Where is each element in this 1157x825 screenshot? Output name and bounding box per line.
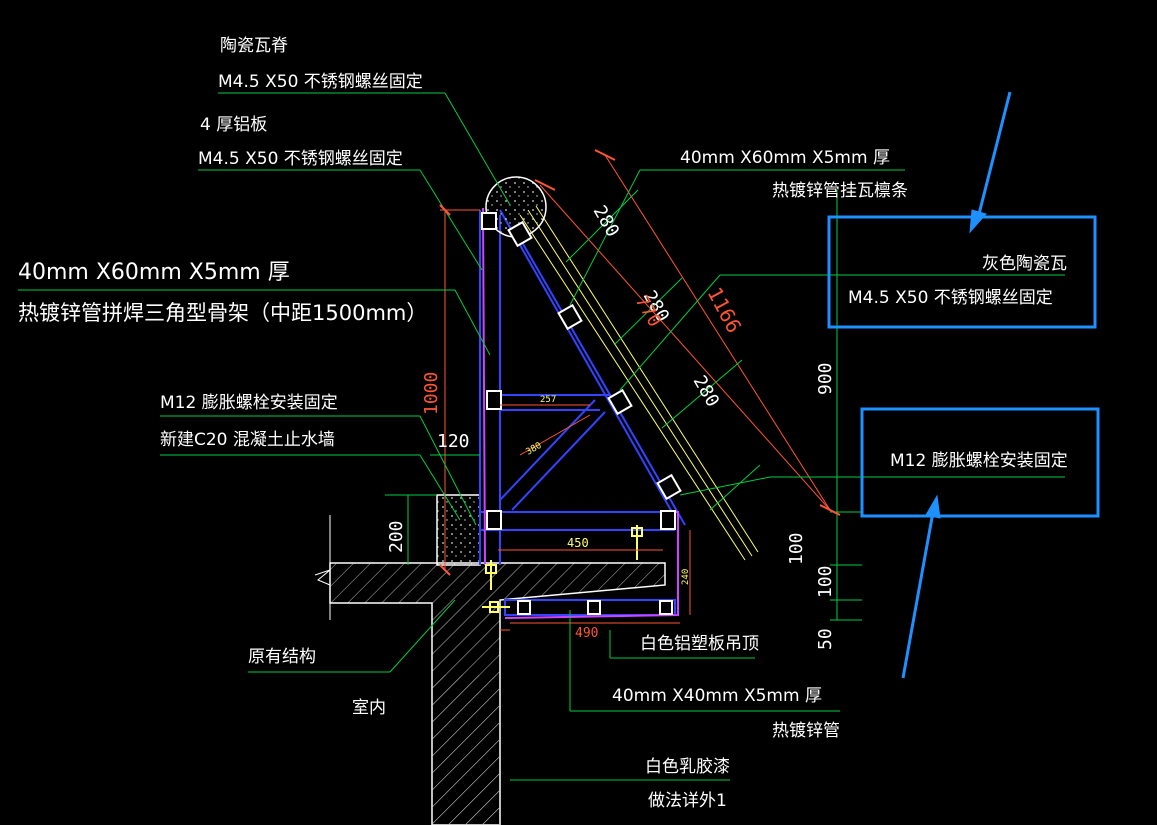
label-paint: 白色乳胶漆 [645,757,730,777]
label-indoor: 室内 [352,698,386,718]
purlin-sections [507,220,682,501]
label-pipe-size: 40mm X40mm X5mm 厚 [612,686,822,706]
dim-280-c: 280 [689,372,723,411]
label-frame-size: 40mm X60mm X5mm 厚 [18,260,290,285]
label-ridge-title: 陶瓷瓦脊 [220,36,288,56]
dim-257: 257 [540,395,556,405]
dim-50: 50 [815,628,836,650]
dim-120: 120 [437,431,470,452]
frame-joint-boxes [481,212,676,615]
dim-450: 450 [567,536,589,550]
leader-lines [18,92,1065,781]
label-tile-title: 灰色陶瓷瓦 [982,254,1067,274]
dim-240: 240 [681,569,691,585]
label-ceiling: 白色铝塑板吊顶 [640,634,759,654]
roof-tile-layer [519,205,759,561]
label-purlin-desc: 热镀锌管挂瓦檩条 [772,181,908,201]
dim-100-a: 100 [786,532,807,565]
label-tile-fix: M4.5 X50 不锈钢螺丝固定 [848,288,1053,308]
callout-box-bolt [860,407,1100,518]
label-alu-fix: M4.5 X50 不锈钢螺丝固定 [198,149,403,169]
label-ridge-fix: M4.5 X50 不锈钢螺丝固定 [218,72,423,92]
dim-1000: 1000 [421,372,442,415]
expansion-bolts [482,525,643,613]
triangular-steel-frame [479,209,686,616]
label-bolt-left: M12 膨胀螺栓安装固定 [160,393,338,413]
label-alu-title: 4 厚铝板 [200,115,267,135]
dim-490: 490 [575,626,598,641]
callout-box-tile [827,215,1097,329]
dimension-ticks [439,149,841,576]
existing-structure [314,515,666,825]
dim-100-b: 100 [815,565,836,598]
callout-arrows [901,91,1012,679]
dim-900: 900 [815,362,836,395]
label-bolt-right: M12 膨胀螺栓安装固定 [890,451,1068,471]
label-purlin-size: 40mm X60mm X5mm 厚 [680,148,890,168]
label-pipe-desc: 热镀锌管 [772,721,840,741]
dimension-lines [440,154,831,631]
dim-200: 200 [386,520,407,553]
label-frame-desc: 热镀锌管拼焊三角型骨架（中距1500mm） [18,301,427,325]
concrete-curb-wall [436,494,481,566]
label-method: 做法详外1 [648,791,727,811]
dim-1166: 1166 [703,283,747,337]
label-wall: 新建C20 混凝土止水墙 [160,430,335,450]
label-existing: 原有结构 [248,647,316,667]
